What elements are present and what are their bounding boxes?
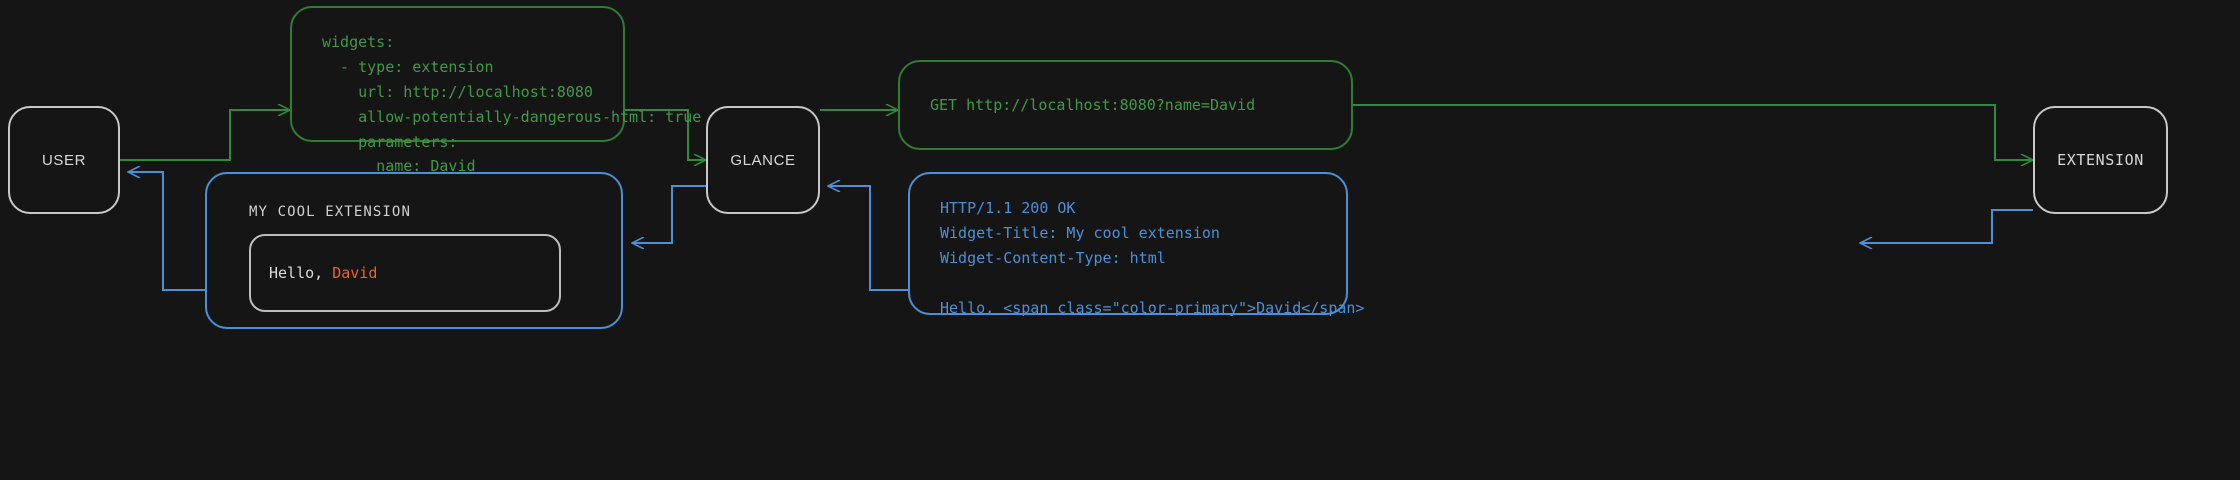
wire-extension-to-response [1860,209,2033,243]
wire-widget-to-user [128,172,205,291]
wire-response-to-glance [828,186,908,291]
node-glance[interactable]: GLANCE [706,106,820,214]
node-user[interactable]: USER [8,106,120,214]
http-request-code: GET http://localhost:8080?name=David [930,95,1256,114]
widget-preview-body: Hello, David [249,234,561,312]
node-glance-label: GLANCE [730,151,796,169]
wire-user-to-config [120,110,290,161]
node-extension[interactable]: EXTENSION [2033,106,2168,214]
widget-preview-title: MY COOL EXTENSION [249,204,411,220]
node-user-label: USER [41,151,87,169]
panel-widget-config: widgets: - type: extension url: http://l… [290,6,701,175]
wire-request-to-extension [1352,104,2033,160]
widget-greeting-name: David [332,264,378,282]
http-response-code: HTTP/1.1 200 OK Widget-Title: My cool ex… [940,199,1365,317]
panel-widget-preview: MY COOL EXTENSION Hello, David [205,172,623,329]
panel-http-request: GET http://localhost:8080?name=David [898,60,1353,150]
widget-greeting-text: Hello, [269,264,333,282]
widget-config-code: widgets: - type: extension url: http://l… [322,33,702,176]
node-extension-label: EXTENSION [2057,151,2144,169]
wire-glance-to-widget [632,185,706,243]
panel-http-response: HTTP/1.1 200 OK Widget-Title: My cool ex… [908,172,1364,317]
